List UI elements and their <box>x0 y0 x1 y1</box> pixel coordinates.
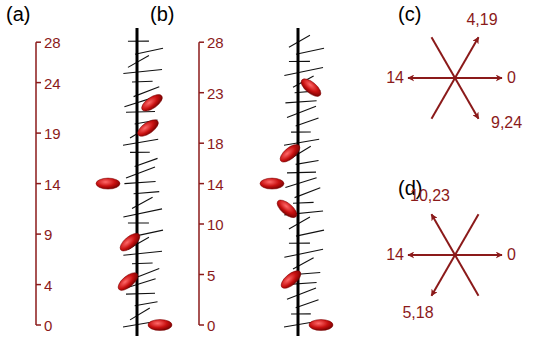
stick-stroke <box>287 288 316 299</box>
red-ellipse <box>139 91 165 114</box>
axis-tick <box>199 41 204 43</box>
stick-stroke <box>284 139 319 145</box>
stick-stroke <box>285 178 316 188</box>
axis-number: 14 <box>44 176 61 191</box>
red-ellipse <box>277 141 302 165</box>
axis-number: 9 <box>44 227 52 242</box>
panel-letter: (a) <box>6 4 30 24</box>
direction-line <box>455 214 479 255</box>
axis-tick <box>36 233 41 235</box>
red-ellipse <box>278 268 303 292</box>
axis-number: 23 <box>207 85 224 100</box>
axis-number: 28 <box>44 35 61 50</box>
axis-number: 28 <box>207 35 224 50</box>
axis-tick <box>36 324 41 326</box>
stick-stroke <box>284 67 323 75</box>
red-ellipse <box>117 230 142 254</box>
direction-line <box>432 78 456 119</box>
axis-number: 14 <box>207 176 224 191</box>
stick-stroke <box>135 48 163 54</box>
stick-stroke <box>123 70 162 74</box>
stick-stroke <box>291 313 311 314</box>
stick-stroke <box>287 172 316 174</box>
stick-stroke <box>126 167 155 178</box>
stick-stroke <box>123 209 162 217</box>
axis-number: 18 <box>207 136 224 151</box>
stick-stroke <box>132 197 153 208</box>
red-ellipse <box>309 320 333 331</box>
stick-stroke <box>130 308 150 320</box>
red-ellipse <box>260 178 284 189</box>
stick-stroke <box>130 152 150 153</box>
axis-tick <box>36 41 41 43</box>
red-ellipse <box>148 320 172 331</box>
direction-label: 10,23 <box>410 188 450 204</box>
direction-arrow <box>432 255 456 296</box>
axis-tick <box>36 82 41 84</box>
stick-stroke <box>132 81 153 83</box>
stick-stroke <box>126 293 155 295</box>
axis-tick <box>199 274 204 276</box>
stick-stroke <box>287 106 316 117</box>
axis-number: 0 <box>207 318 215 333</box>
stick-stroke <box>296 230 324 236</box>
panel-letter: (b) <box>150 4 174 24</box>
red-ellipse <box>135 117 161 140</box>
stick-stroke <box>126 111 155 113</box>
direction-line <box>432 37 456 78</box>
axis-tick <box>36 183 41 185</box>
axis-number: 24 <box>44 75 61 90</box>
red-ellipse <box>96 178 120 189</box>
direction-arrow <box>455 254 502 256</box>
red-ellipse <box>115 270 140 294</box>
axis-tick <box>199 183 204 185</box>
direction-label: 14 <box>386 247 404 263</box>
direction-arrow <box>455 37 479 78</box>
stick-stroke <box>296 48 324 54</box>
red-ellipse <box>298 76 323 100</box>
axis-number: 19 <box>44 126 61 141</box>
axis-tick <box>36 284 41 286</box>
stick-stroke <box>284 249 323 257</box>
stick-stroke <box>123 251 162 255</box>
axis-number: 10 <box>207 217 224 232</box>
direction-arrow <box>408 254 455 256</box>
axis-tick <box>199 92 204 94</box>
stick-stroke <box>124 182 155 184</box>
stick-stroke <box>291 132 311 133</box>
axis-number: 5 <box>207 267 215 282</box>
direction-arrow <box>455 78 479 119</box>
axis-number: 4 <box>44 277 52 292</box>
direction-label: 9,24 <box>491 115 522 131</box>
rod-line <box>297 28 300 336</box>
stick-stroke <box>132 262 153 264</box>
direction-arrow <box>408 77 455 79</box>
axis-tick <box>199 142 204 144</box>
red-ellipse <box>274 197 299 221</box>
axis-tick <box>36 132 41 134</box>
axis-number: 0 <box>44 318 52 333</box>
direction-label: 0 <box>507 70 516 86</box>
direction-label: 0 <box>507 247 516 263</box>
stick-stroke <box>293 258 314 269</box>
stick-stroke <box>123 139 158 145</box>
direction-label: 5,18 <box>402 305 433 321</box>
stick-stroke <box>293 202 314 204</box>
direction-arrow <box>455 77 502 79</box>
panel-letter: (c) <box>398 4 421 24</box>
direction-line <box>455 255 479 296</box>
direction-label: 4,19 <box>466 12 497 28</box>
axis-tick <box>199 324 204 326</box>
axis-tick <box>199 223 204 225</box>
direction-label: 14 <box>386 70 404 86</box>
stick-stroke <box>285 101 316 103</box>
rod-line <box>136 28 139 336</box>
direction-arrow <box>432 214 456 255</box>
